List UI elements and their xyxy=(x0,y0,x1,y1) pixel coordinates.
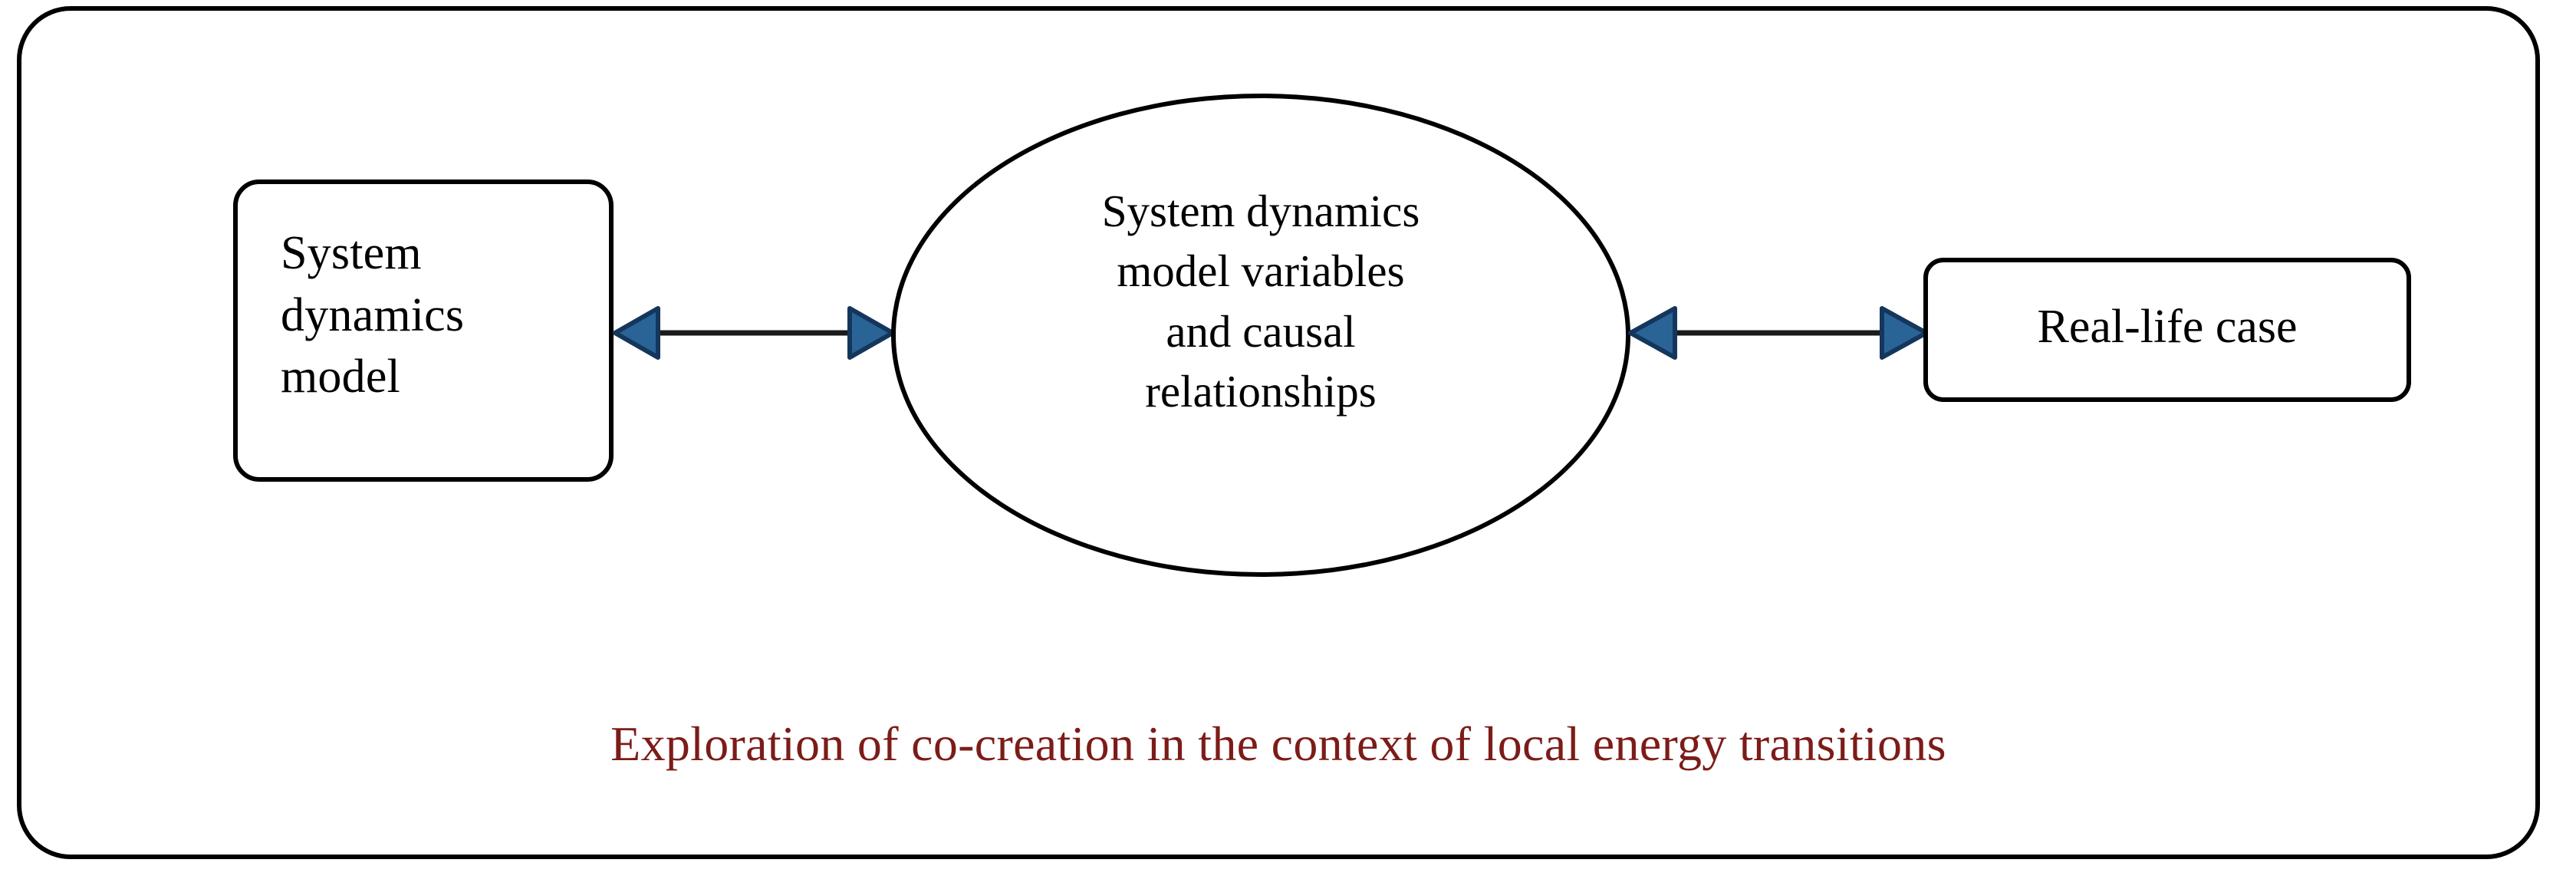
connector-model-variables[interactable] xyxy=(613,302,895,364)
connector-variables-case[interactable] xyxy=(1628,302,1929,364)
diagram-caption: Exploration of co-creation in the contex… xyxy=(610,716,1946,771)
node-real-life-case-label: Real-life case xyxy=(2037,301,2298,353)
arrowhead-left-icon xyxy=(1628,306,1677,360)
node-real-life-case[interactable]: Real-life case xyxy=(1923,258,2411,402)
arrowhead-right-icon xyxy=(847,306,895,360)
arrowhead-left-icon xyxy=(613,306,660,360)
arrowhead-right-icon xyxy=(1880,306,1929,360)
